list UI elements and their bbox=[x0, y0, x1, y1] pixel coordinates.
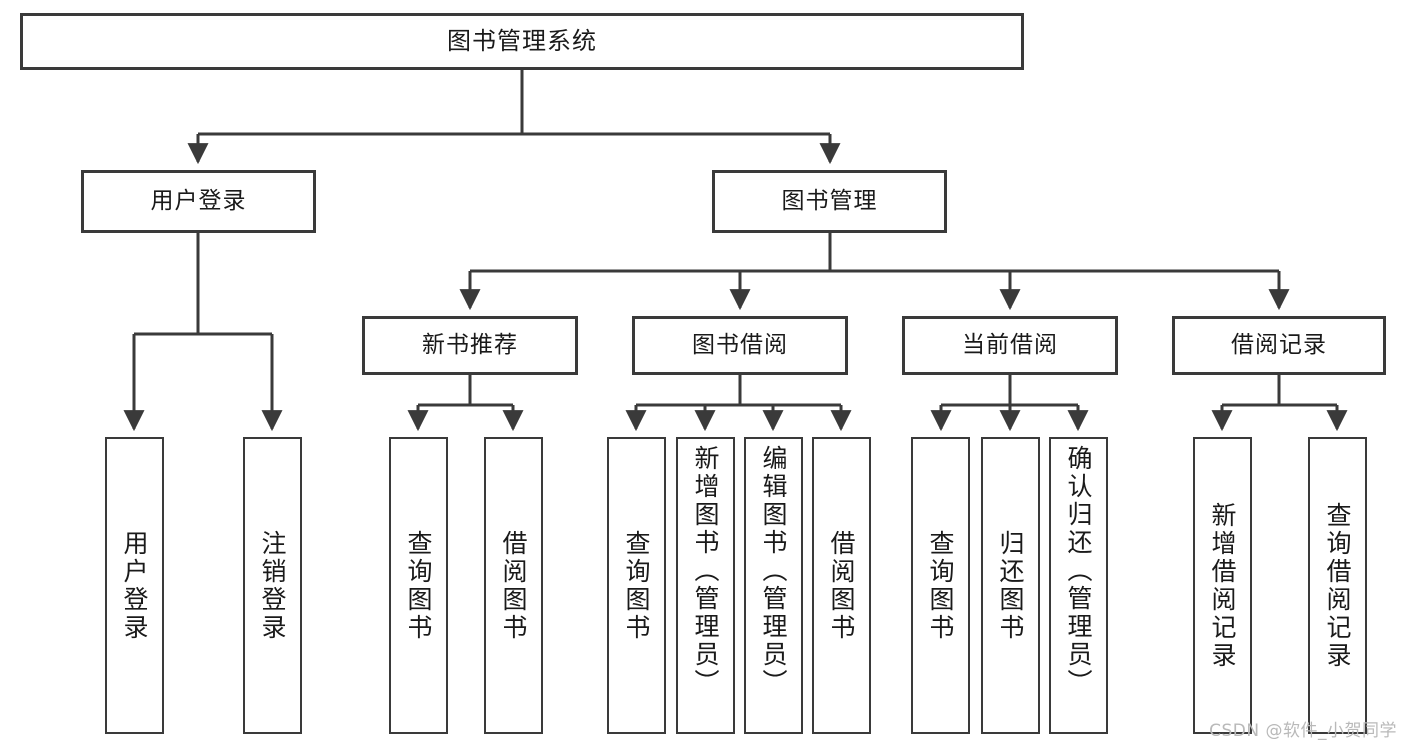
node-leaf-bookborrow-edit-book-admin[interactable]: 编辑图书（管理员） bbox=[744, 437, 803, 734]
node-label: 当前借阅 bbox=[962, 332, 1058, 359]
node-book-management[interactable]: 图书管理 bbox=[712, 170, 947, 233]
node-borrowing-record[interactable]: 借阅记录 bbox=[1172, 316, 1386, 375]
node-user-login[interactable]: 用户登录 bbox=[81, 170, 316, 233]
node-leaf-bookborrow-query-books[interactable]: 查询图书 bbox=[607, 437, 666, 734]
node-label: 查询图书 bbox=[926, 529, 955, 642]
node-label: 查询借阅记录 bbox=[1323, 501, 1352, 670]
node-label: 新增图书（管理员） bbox=[691, 445, 720, 697]
node-leaf-currentborrow-confirm-return-admin[interactable]: 确认归还（管理员） bbox=[1049, 437, 1108, 734]
node-leaf-currentborrow-return-books[interactable]: 归还图书 bbox=[981, 437, 1040, 734]
node-label: 图书管理系统 bbox=[447, 26, 597, 55]
node-leaf-user-login-signin[interactable]: 用户登录 bbox=[105, 437, 164, 734]
node-label: 查询图书 bbox=[404, 529, 433, 642]
node-leaf-borrowrecord-add-record[interactable]: 新增借阅记录 bbox=[1193, 437, 1252, 734]
node-root-book-management-system[interactable]: 图书管理系统 bbox=[20, 13, 1024, 70]
node-label: 归还图书 bbox=[996, 529, 1025, 642]
node-label: 图书借阅 bbox=[692, 332, 788, 359]
node-leaf-newbook-query-books[interactable]: 查询图书 bbox=[389, 437, 448, 734]
node-label: 新书推荐 bbox=[422, 332, 518, 359]
node-leaf-newbook-borrow-books[interactable]: 借阅图书 bbox=[484, 437, 543, 734]
node-label: 用户登录 bbox=[150, 188, 247, 215]
node-label: 借阅记录 bbox=[1231, 332, 1327, 359]
node-label: 借阅图书 bbox=[499, 529, 528, 642]
node-label: 借阅图书 bbox=[827, 529, 856, 642]
node-current-borrowing[interactable]: 当前借阅 bbox=[902, 316, 1118, 375]
node-leaf-bookborrow-add-book-admin[interactable]: 新增图书（管理员） bbox=[676, 437, 735, 734]
node-leaf-bookborrow-borrow-books[interactable]: 借阅图书 bbox=[812, 437, 871, 734]
node-label: 新增借阅记录 bbox=[1208, 501, 1237, 670]
node-leaf-currentborrow-query-books[interactable]: 查询图书 bbox=[911, 437, 970, 734]
node-label: 确认归还（管理员） bbox=[1064, 445, 1093, 697]
node-label: 用户登录 bbox=[120, 529, 149, 642]
node-book-borrowing[interactable]: 图书借阅 bbox=[632, 316, 848, 375]
node-label: 编辑图书（管理员） bbox=[759, 445, 788, 697]
node-label: 注销登录 bbox=[258, 529, 287, 642]
node-label: 查询图书 bbox=[622, 529, 651, 642]
node-leaf-borrowrecord-query-record[interactable]: 查询借阅记录 bbox=[1308, 437, 1367, 734]
node-leaf-user-login-signout[interactable]: 注销登录 bbox=[243, 437, 302, 734]
node-new-book-recommendation[interactable]: 新书推荐 bbox=[362, 316, 578, 375]
node-label: 图书管理 bbox=[781, 188, 878, 215]
